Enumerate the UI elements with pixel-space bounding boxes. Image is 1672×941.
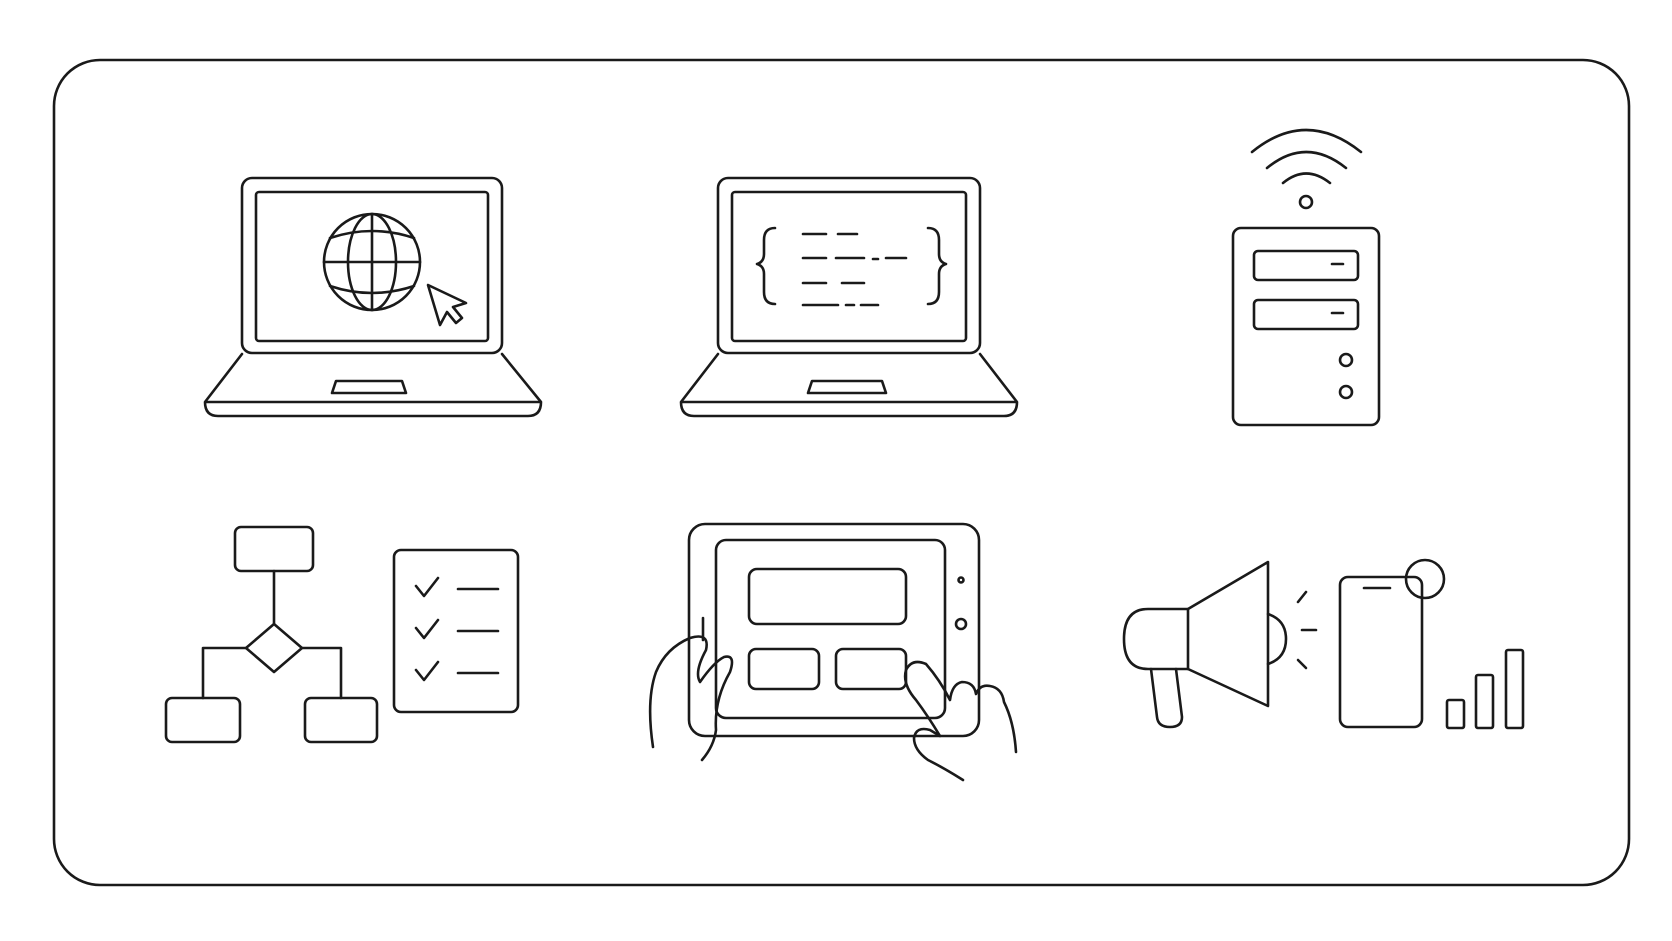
globe-icon bbox=[322, 212, 422, 312]
checklist-icon bbox=[392, 548, 520, 714]
flowchart-checklist-icon bbox=[164, 525, 520, 744]
outer-frame bbox=[52, 58, 1631, 887]
cursor-arrow-icon bbox=[426, 283, 468, 327]
laptop-code-icon bbox=[679, 176, 1019, 418]
flowchart-diagram bbox=[164, 525, 379, 744]
wifi-signal-icon bbox=[1250, 128, 1363, 210]
wireless-server-icon bbox=[1231, 128, 1381, 427]
left-hand-icon bbox=[648, 635, 734, 762]
tablet-touch-icon bbox=[648, 522, 1018, 782]
notification-badge-icon bbox=[1404, 558, 1446, 600]
laptop-globe-icon bbox=[203, 176, 543, 418]
open-brace-icon bbox=[755, 226, 777, 306]
bar-chart-icon bbox=[1445, 648, 1525, 730]
close-brace-icon bbox=[926, 226, 948, 306]
pointing-hand-icon bbox=[903, 660, 1018, 782]
smartphone-icon bbox=[1338, 575, 1424, 729]
code-lines bbox=[801, 232, 908, 307]
megaphone-icon bbox=[1122, 560, 1318, 729]
megaphone-phone-stats-icon bbox=[1122, 558, 1525, 730]
